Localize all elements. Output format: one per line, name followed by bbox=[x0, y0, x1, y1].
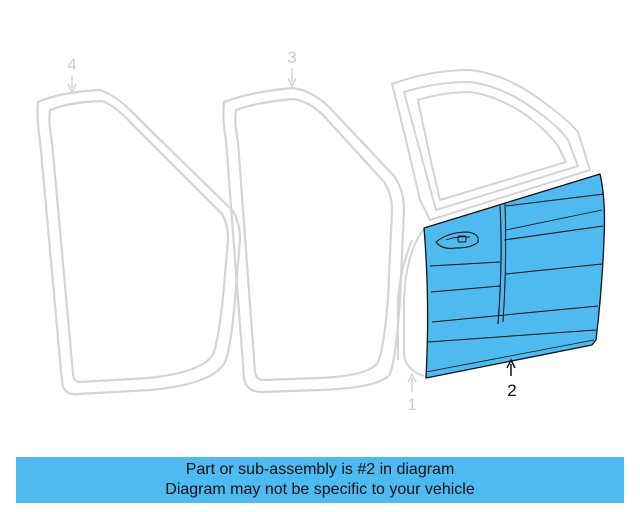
callout-4: 4 bbox=[67, 55, 77, 94]
parts-diagram: 4 3 1 bbox=[36, 48, 606, 414]
callout-4-label: 4 bbox=[67, 55, 76, 74]
banner-line-1: Part or sub-assembly is #2 in diagram bbox=[185, 461, 455, 478]
callout-1: 1 bbox=[407, 372, 417, 414]
callout-1-label: 1 bbox=[407, 395, 416, 414]
callout-2-label: 2 bbox=[507, 381, 516, 400]
info-banner: Part or sub-assembly is #2 in diagram Di… bbox=[16, 457, 624, 503]
banner-line-2: Diagram may not be specific to your vehi… bbox=[165, 481, 475, 498]
part-2-door-outer-panel bbox=[423, 173, 606, 379]
part-3-weatherstrip bbox=[222, 86, 406, 394]
callout-3: 3 bbox=[287, 48, 297, 88]
part-4-weatherstrip bbox=[36, 88, 242, 396]
callout-3-label: 3 bbox=[287, 48, 296, 67]
part-1-door-frame bbox=[391, 69, 591, 377]
door-handle-icon bbox=[435, 231, 479, 249]
callout-2: 2 bbox=[506, 358, 517, 400]
